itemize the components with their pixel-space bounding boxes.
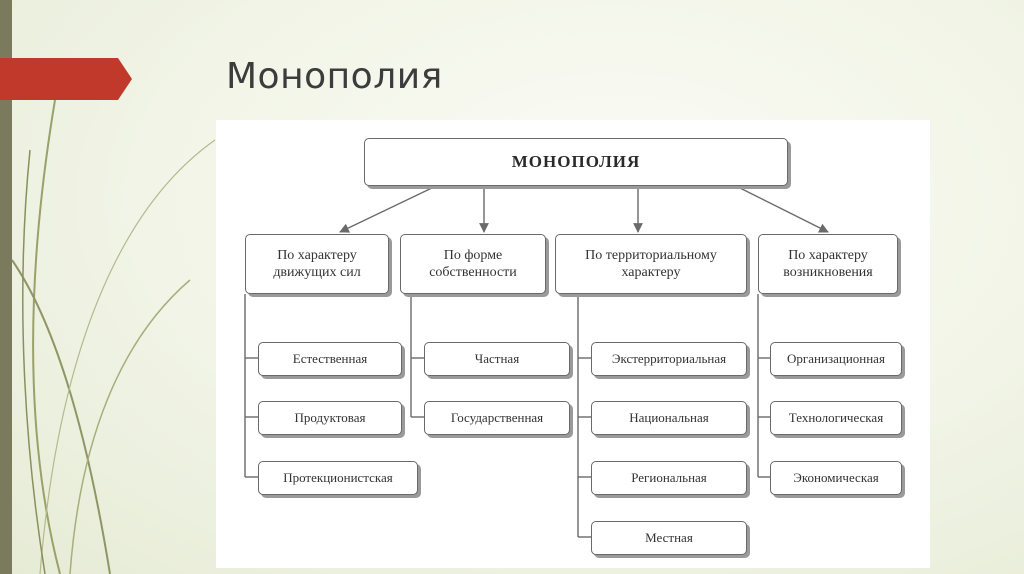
- item-state: Государственная: [424, 401, 570, 435]
- item-local: Местная: [591, 521, 747, 555]
- root-node-monopoly: МОНОПОЛИЯ: [364, 138, 788, 186]
- item-private: Частная: [424, 342, 570, 376]
- item-protectionist: Протекционистская: [258, 461, 418, 495]
- decorative-grass-lines: [11, 99, 216, 574]
- branch-territorial: По территориальному характеру: [555, 234, 747, 294]
- item-national: Национальная: [591, 401, 747, 435]
- branch-origin: По характеру возникновения: [758, 234, 898, 294]
- item-product: Продуктовая: [258, 401, 402, 435]
- item-economic: Экономическая: [770, 461, 902, 495]
- left-vertical-bar: [0, 0, 12, 574]
- accent-tab: [0, 58, 132, 100]
- branch-driving-forces: По характеру движущих сил: [245, 234, 389, 294]
- monopoly-classification-diagram: МОНОПОЛИЯ По характеру движущих сил По ф…: [216, 120, 930, 568]
- item-regional: Региональная: [591, 461, 747, 495]
- item-natural: Естественная: [258, 342, 402, 376]
- branch-ownership: По форме собственности: [400, 234, 546, 294]
- item-technological: Технологическая: [770, 401, 902, 435]
- connector-lines: [244, 185, 829, 538]
- item-organizational: Организационная: [770, 342, 902, 376]
- slide-title: Монополия: [226, 56, 443, 97]
- item-exterritorial: Экстерриториальная: [591, 342, 747, 376]
